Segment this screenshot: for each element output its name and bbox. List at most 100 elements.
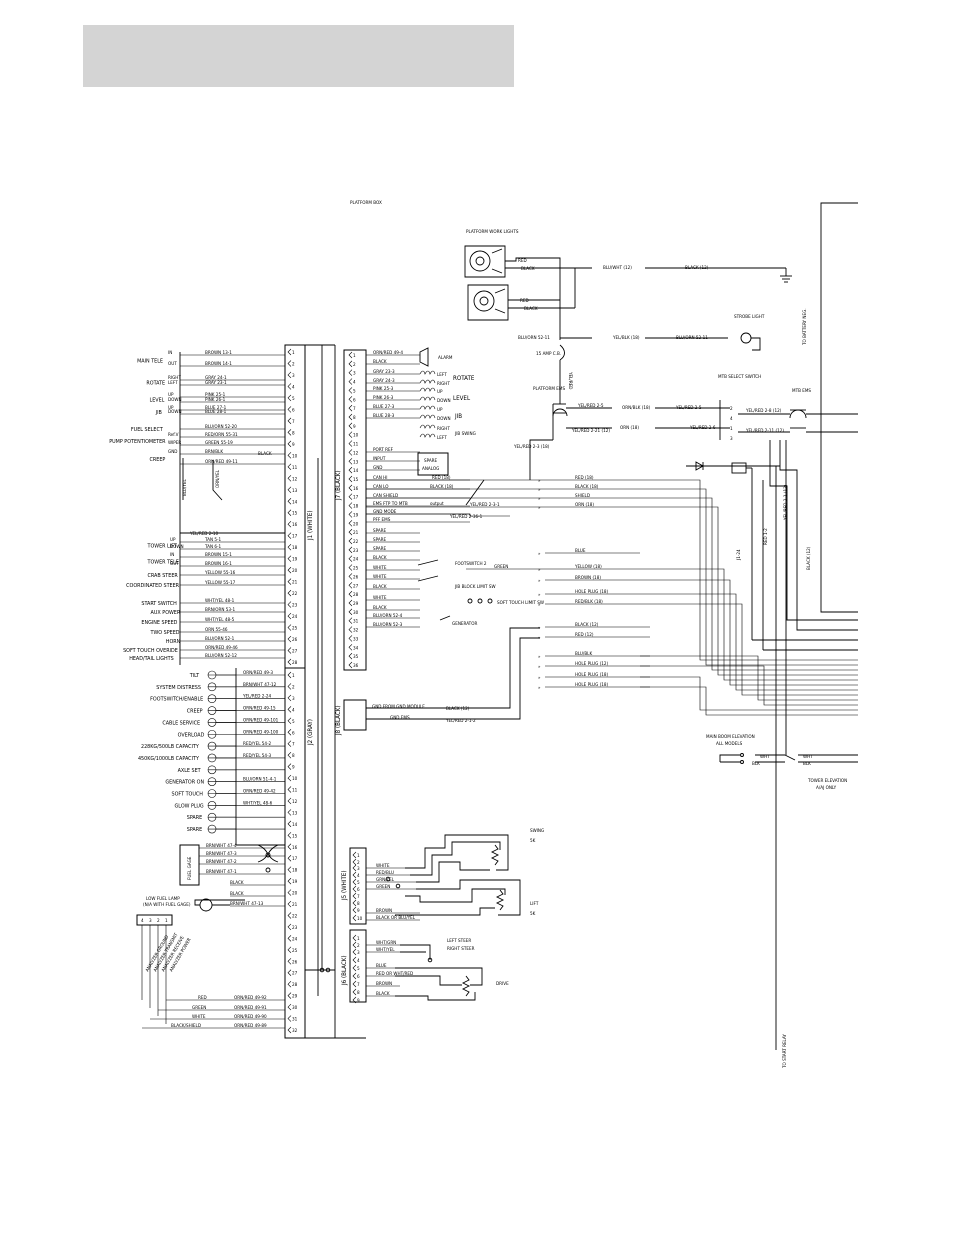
switch-pos: WIPER [168,440,181,446]
j2-pin: 13 [292,810,298,816]
wire-label: GRAY 24-1 [205,375,227,381]
wl1-red: RED [518,258,527,264]
j7-pin: 6 [353,397,356,403]
switch-pos: UP [168,392,174,398]
j7-label: J7 (BLACK) [335,470,342,501]
j1-pin: 10 [292,453,298,459]
bus-wire [640,676,858,711]
coil-label: RIGHT [437,381,450,387]
wire-label: RED (12) [575,632,594,638]
work-light-2 [467,284,509,321]
footswitch2-label: FOOTSWITCH 2 [455,561,487,567]
switch-pos: IN [170,552,174,558]
pin-label: » [538,655,541,660]
j2-pin: 14 [292,822,298,828]
lamp-label: CREEP [187,709,203,715]
mtb-select-label: MTB SELECT SWITCH [718,374,761,380]
j7-pin: 24 [353,557,359,563]
j7-pin: 12 [353,450,359,456]
j6-pin: 8 [357,990,360,996]
j1-pin: 23 [292,603,298,609]
j2-pin: 21 [292,902,298,908]
wire-yel-red-2-6: YEL/RED 2-6 [690,425,716,431]
j6-pin: 2 [357,943,360,949]
wire-label: BLACK OR BLU/YEL [376,915,416,921]
wire-label: PORT REF [373,447,394,453]
j2-pin: 24 [292,936,298,942]
lamp-label: AXLE SET [178,768,201,774]
wire-label: BLU/ORN 52-3 [373,622,403,628]
switch-pos: LEFT [168,380,178,386]
function-label: ENGINE SPEED [141,620,177,626]
wire-label: GRN/YEL [376,877,395,883]
function-label: START SWITCH [141,601,177,607]
j7-pin: 4 [353,380,356,386]
wire-label: GREEN [376,884,390,890]
wire-label: output [430,501,444,507]
coil-label: UP [437,407,443,413]
wire-label: BLUE [376,963,387,969]
wire-label: WHT/GRN [376,940,396,946]
j2-pin: 17 [292,856,298,862]
fuel-gage-box [179,844,200,886]
wire-black-12-v: BLACK (12) [806,546,812,570]
wire-label: TAN 5-1 [204,537,222,543]
wire-yel-red-2-8: YEL/RED 2-8 (12) [746,408,782,414]
switch-pos: OUT [168,361,177,367]
wire-j1-24: J1-24 [736,549,742,561]
pin-label: » [538,552,541,557]
wire-label: GND [373,465,382,471]
function-label: HEAD/TAIL LIGHTS [129,656,174,662]
wire-yel-red-2-5-a: YEL/RED 2-5 [578,403,604,409]
wire-label: BRN/WHT 47-4 [206,843,237,849]
wire-label: HOLE PLUG (12) [575,661,609,667]
j5-pin: 9 [357,908,360,914]
mtb-ems-label: MTB EMS [792,388,811,394]
j7-pin: 16 [353,486,359,492]
j2-pin: 27 [292,971,298,977]
j5-label: J5 (WHITE) [341,870,348,901]
fuse-icon [559,344,565,361]
j7-pin: 8 [353,415,356,421]
wire-label: SPARE [373,528,387,534]
wire-label: GRAY 24-3 [373,378,395,384]
j8-gnd-module: GND FROM GND MODULE [372,704,425,710]
wire-label: ORN/RED 49-4 [373,350,403,356]
j1-pin: 6 [292,407,295,413]
j6-connector [349,929,367,1003]
j7-pin: 15 [353,477,359,483]
j1-pin: 11 [292,465,298,471]
wire-yel-red-2-21: YEL/RED 2-21 (12) [572,428,610,434]
start-relay-label: TO START RELAY [782,1034,788,1069]
lamp-label: GENERATOR ON [165,780,204,786]
j1-pin: 19 [292,557,298,563]
generator-label: GENERATOR [452,621,477,627]
j7-pin: 11 [353,442,359,448]
wire-label: RED/ORN 55-31 [205,432,238,438]
j7-pin-column: 1234567891011121314151617181920212223242… [348,351,359,669]
wire-color: GREEN [192,1005,206,1011]
coil-icon [419,379,436,384]
wire-label: ORN/RED 49-91 [234,1005,267,1011]
j2-pin: 10 [292,776,298,782]
j1-pin: 2 [292,361,295,367]
low-fuel-label: LOW FUEL LAMP [146,896,180,902]
platform-ems-label: PLATFORM EMS [533,386,565,392]
wire-label: GRAY 23-1 [205,380,227,386]
wire-label: ORN/RED 49-11 [205,459,238,465]
jib-label: JIB [454,413,462,420]
pin-label: » [538,686,541,691]
wire-label: WHITE [373,574,387,580]
ground-symbol [780,268,792,283]
wire-label: CAN SHIELD [373,493,398,499]
wire-label: HOLE PLUG (18) [575,682,609,688]
j7-pin: 23 [353,548,359,554]
analyzer-pin: 4 [141,918,144,924]
function-label: TWO SPEED [150,630,180,636]
j1-label: J1 (WHITE) [307,510,314,541]
wire-label: PINK 25-1 [205,392,226,398]
wire-label: RED (18) [432,475,451,481]
switch-pos: UP [168,405,174,411]
